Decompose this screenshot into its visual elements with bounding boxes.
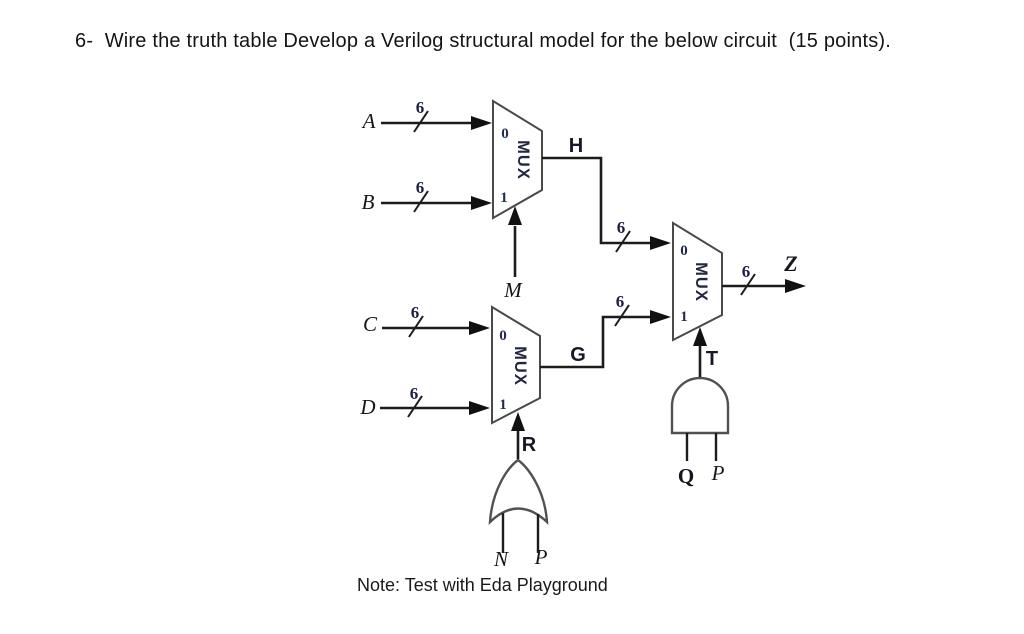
bus-slash-a (413, 110, 429, 133)
bus-slash-h (615, 230, 631, 253)
mux-ab-port0-label: 0 (501, 126, 509, 142)
mux-cd-port0-label: 0 (499, 328, 507, 344)
arrowhead-m (508, 206, 522, 225)
signal-g: 6 G (540, 292, 671, 369)
mux-cd-label: MUX (511, 346, 529, 386)
bus-width-label-d: 6 (410, 384, 419, 403)
note-text: Note: Test with Eda Playground (357, 575, 608, 595)
select-t-label: T (706, 348, 718, 370)
or-gate: N P R (488, 412, 549, 571)
mux-ab-port1-label: 1 (500, 190, 508, 206)
bus-slash-b (413, 190, 429, 213)
input-label-a: A (361, 109, 376, 133)
bus-width-label-c: 6 (411, 303, 420, 322)
mux-cd-port1-label: 1 (499, 397, 507, 413)
signal-c: 6 C (363, 303, 490, 338)
signal-a: 6 A (361, 98, 492, 133)
signal-z: 6 Z (722, 251, 806, 296)
mux-out-label: MUX (692, 262, 710, 302)
arrowhead-t (693, 327, 707, 346)
arrowhead-a (471, 116, 492, 130)
bus-width-label-z: 6 (742, 262, 751, 281)
mux-out-body (672, 221, 723, 342)
mux-out-port0-label: 0 (680, 243, 688, 259)
bus-width-label-g: 6 (616, 292, 625, 311)
bus-width-label-h: 6 (617, 218, 626, 237)
or-gate-input-n-label: N (493, 547, 509, 571)
bus-width-label-a: 6 (416, 98, 425, 117)
input-label-c: C (363, 312, 378, 336)
and-gate-body (670, 376, 730, 435)
mux-cd: 0 1 MUX (491, 305, 541, 425)
arrowhead-c (469, 321, 490, 335)
bus-slash-c (408, 315, 424, 338)
or-gate-input-p-label: P (534, 545, 548, 569)
mux-ab: 0 1 MUX (492, 99, 543, 220)
question-title: 6- Wire the truth table Develop a Verilo… (75, 30, 892, 52)
input-label-d: D (359, 395, 375, 419)
mux-ab-body (492, 99, 543, 220)
select-m: M (503, 206, 523, 302)
mux-cd-body (491, 305, 541, 425)
arrowhead-b (471, 196, 492, 210)
signal-d: 6 D (359, 384, 490, 419)
or-gate-body (488, 458, 549, 526)
arrowhead-d (469, 401, 490, 415)
arrowhead-h (650, 236, 671, 250)
wire-h-label: H (569, 135, 583, 157)
wire-g (540, 315, 651, 369)
select-r-label: R (522, 434, 537, 456)
bus-width-label-b: 6 (416, 178, 425, 197)
mux-out: 0 1 MUX (672, 221, 723, 342)
signal-h: 6 H (542, 135, 671, 253)
select-m-label: M (503, 278, 523, 302)
bus-slash-d (407, 395, 423, 418)
output-label-z: Z (783, 251, 797, 276)
arrowhead-r (511, 412, 525, 431)
arrowhead-g (650, 310, 671, 324)
wire-g-label: G (570, 344, 586, 366)
and-gate-input-q-label: Q (678, 464, 694, 488)
signal-b: 6 B (362, 178, 492, 214)
and-gate: Q P T (670, 327, 730, 488)
bus-slash-g (614, 304, 630, 327)
mux-ab-label: MUX (514, 140, 532, 180)
bus-slash-z (740, 273, 756, 296)
and-gate-input-p-label: P (711, 461, 725, 485)
arrowhead-z (785, 279, 806, 293)
mux-out-port1-label: 1 (680, 309, 688, 325)
wire-h (542, 156, 651, 245)
input-label-b: B (362, 190, 375, 214)
